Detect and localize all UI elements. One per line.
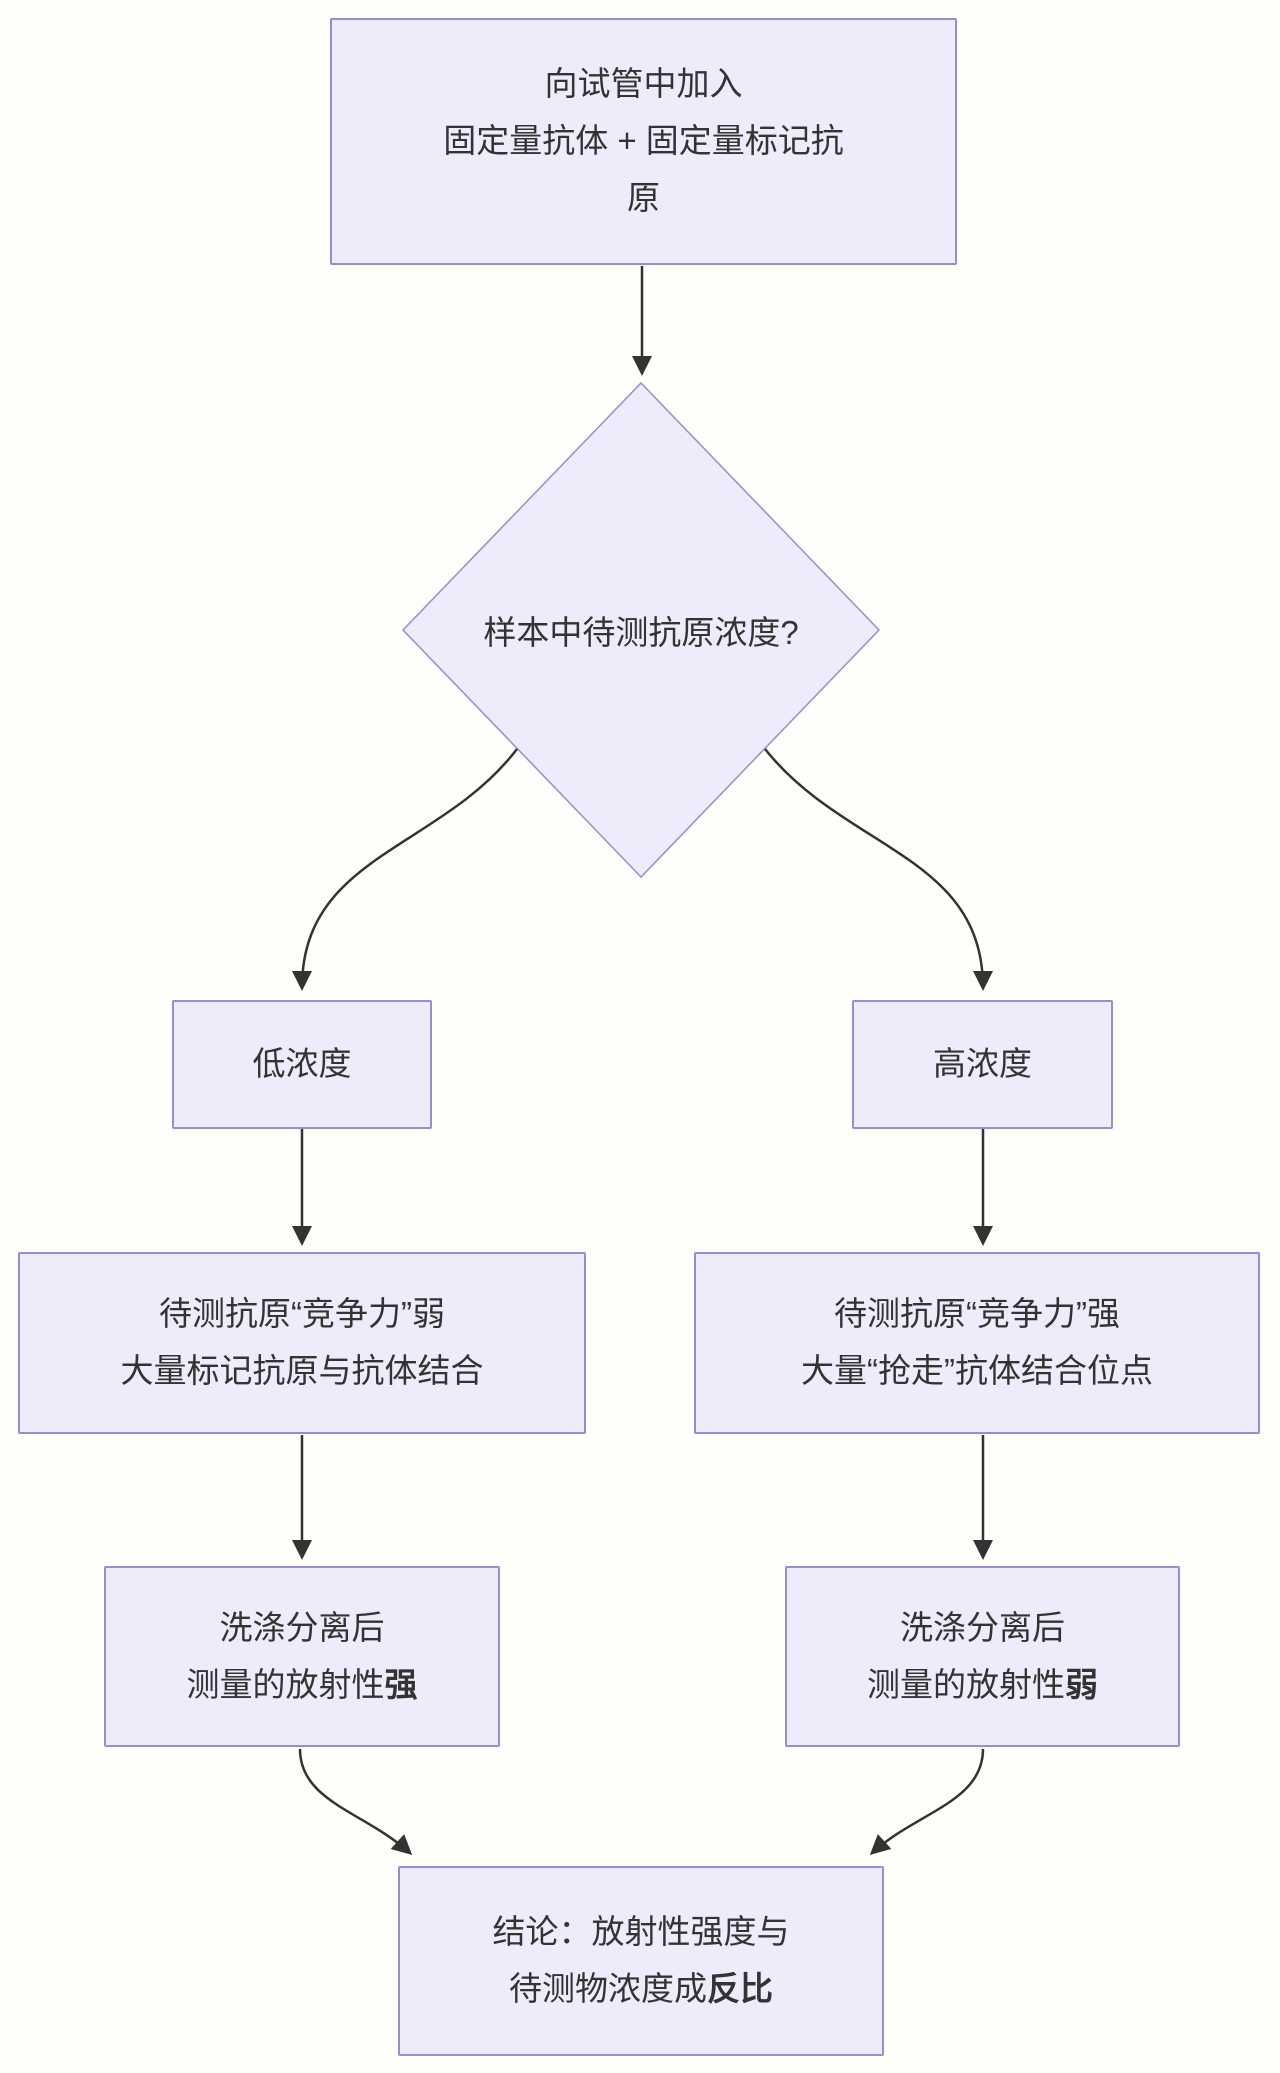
low-result-line-2-emphasis: 强 [384,1665,418,1703]
high-mechanism-line-2: 大量“抢走”抗体结合位点 [801,1352,1153,1389]
high-mechanism-line-1: 待测抗原“竞争力”强 [834,1295,1120,1333]
low-result-line-1: 洗涤分离后 [219,1608,385,1646]
start-node: 向试管中加入 固定量抗体 + 固定量标记抗 原 [330,18,957,265]
edge-low-result-to-conclusion [298,1748,413,1856]
low-result-line-2-text: 测量的放射性 [186,1665,385,1703]
edge-high-result-to-conclusion [869,1748,985,1856]
conclusion-line-1: 结论：放射性强度与 [492,1913,790,1951]
high-concentration-label: 高浓度 [933,1045,1032,1083]
high-result-node: 洗涤分离后 测量的放射性弱 [785,1566,1180,1747]
conclusion-line-2: 待测物浓度成反比 [509,1961,773,2018]
conclusion-line-2-emphasis: 反比 [707,1970,773,2007]
low-concentration-node: 低浓度 [172,1000,432,1129]
high-mechanism-node: 待测抗原“竞争力”强 大量“抢走”抗体结合位点 [694,1252,1260,1434]
conclusion-node: 结论：放射性强度与 待测物浓度成反比 [398,1866,884,2056]
high-result-line-2-emphasis: 弱 [1065,1665,1098,1703]
low-result-line-2: 测量的放射性强 [187,1657,418,1714]
high-result-line-2-text: 测量的放射性 [867,1665,1065,1703]
start-node-line-2: 固定量抗体 + 固定量标记抗 [443,122,844,160]
low-mechanism-node: 待测抗原“竞争力”弱 大量标记抗原与抗体结合 [18,1252,586,1434]
edge-decision-to-high [764,748,993,991]
high-concentration-node: 高浓度 [852,1000,1113,1129]
low-result-node: 洗涤分离后 测量的放射性强 [104,1566,500,1747]
conclusion-line-2-text: 待测物浓度成 [509,1970,707,2007]
start-node-line-3: 原 [627,178,660,216]
high-result-line-2: 测量的放射性弱 [867,1657,1098,1714]
low-mechanism-line-2: 大量标记抗原与抗体结合 [120,1352,484,1389]
decision-node-label: 样本中待测抗原浓度? [483,614,799,651]
edge-decision-to-low [292,748,518,991]
high-result-line-1: 洗涤分离后 [900,1608,1065,1646]
start-node-line-1: 向试管中加入 [544,65,743,103]
decision-diamond-shape [401,381,881,879]
low-concentration-label: 低浓度 [252,1045,352,1083]
low-mechanism-line-1: 待测抗原“竞争力”弱 [159,1295,445,1333]
